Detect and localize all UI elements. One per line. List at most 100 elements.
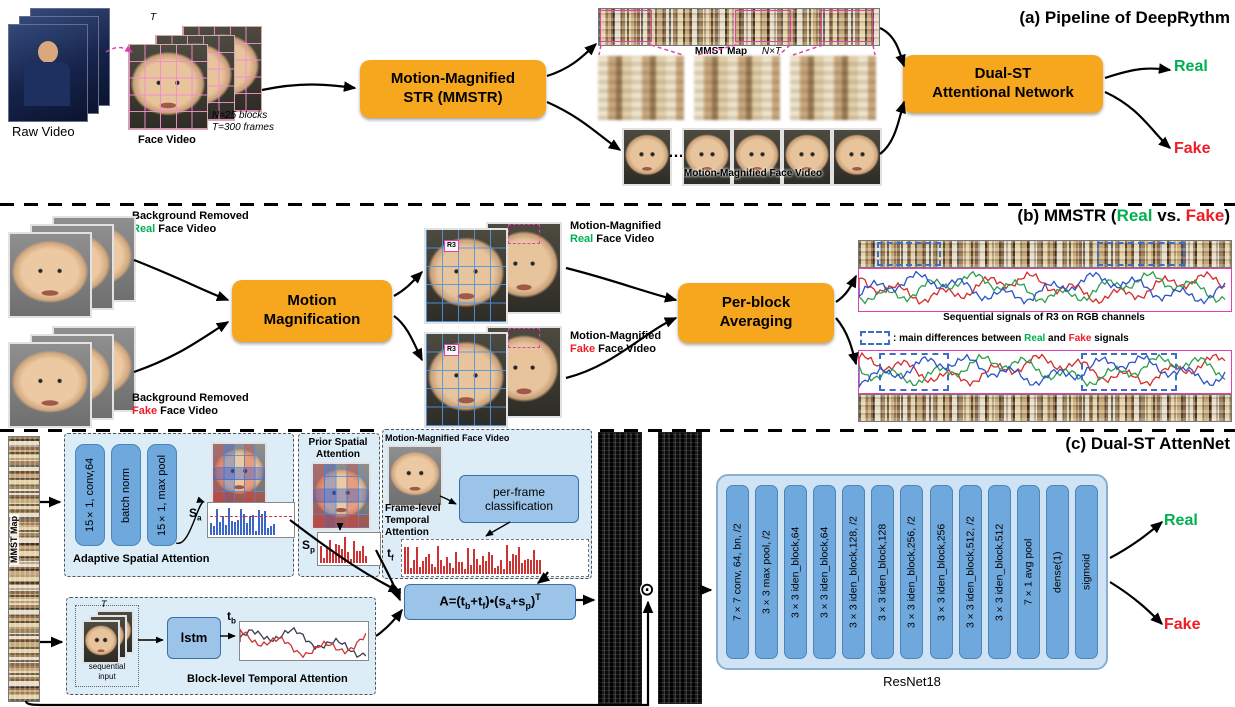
resnet-layer-9: 3×3 iden_block,512 (987, 485, 1011, 659)
bg-removed-text: Background Removed (132, 210, 249, 222)
resnet-layer-6: 3×3 iden_block,256, /2 (900, 485, 924, 659)
perframe-line1: per-frame (492, 484, 545, 499)
weighted-map-strip-1 (598, 432, 642, 704)
frame-label-l1: Frame-level (385, 503, 441, 514)
face-video-suffix: Face Video (155, 223, 217, 236)
real-label-a: Real (1174, 58, 1208, 75)
title-b-fake: Fake (1185, 206, 1225, 225)
mmst-map-strip-label: MMST Map (9, 514, 19, 565)
title-b-real: Real (1116, 206, 1153, 225)
mm-face-1 (622, 128, 672, 186)
sequential-input-stack: sequential input (75, 605, 139, 687)
real-strip-roi-2 (1097, 242, 1185, 266)
map-zoom-patch-2 (694, 56, 780, 120)
elementwise-product-icon: ⊙ (640, 580, 655, 599)
mm-real-label: Motion-Magnified Real Face Video (570, 220, 661, 246)
resnet-layer-2: 3×3 iden_block,64 (784, 485, 808, 659)
face-video-label: Face Video (138, 134, 196, 146)
fake-word: Fake (132, 405, 158, 418)
fake-label-a: Fake (1174, 140, 1211, 157)
fake-b-frame-front (8, 342, 92, 428)
mm-real-front (424, 228, 508, 324)
block-level-attention-box: T sequential input lstm tb Block-level T… (66, 597, 376, 695)
r3-chip-fake: R3 (444, 344, 459, 356)
mmstr-line1: Motion-Magnified (390, 70, 516, 88)
separator-bc (0, 429, 1235, 432)
motion-line2: Magnification (263, 311, 361, 328)
real-face-stack-b (8, 216, 136, 318)
panel-b-title: (b) MMSTR (Real vs. Fake) (930, 206, 1230, 226)
resnet-layer-7: 3×3 iden_block,256 (929, 485, 953, 659)
frame-level-attention-box: Motion-Magnified Face Video per-frame cl… (382, 429, 592, 579)
tf-label: tf (387, 546, 394, 562)
sa-signal-plot (207, 502, 295, 538)
mm-fake-label: Motion-Magnified Fake Face Video (570, 330, 661, 356)
mm-fake-face-group: R3 (424, 326, 566, 428)
raw-video-label: Raw Video (12, 124, 75, 139)
tb-wave (240, 626, 366, 659)
real-word-2: Real (570, 233, 594, 246)
legend-suffix: signals (1091, 332, 1129, 344)
resnet-layer-1: 3×3 max pool, /2 (755, 485, 779, 659)
resnet-layer-10: 7×1 avg pool (1016, 485, 1040, 659)
batch-norm-pill: batch norm (111, 444, 141, 546)
sa-sub: a (197, 513, 202, 523)
formula-p1: A=(t (439, 593, 465, 609)
pink-roi-real (508, 224, 540, 244)
title-b-post: ) (1224, 206, 1230, 225)
fake-label-c: Fake (1164, 616, 1201, 633)
tb-label: tb (227, 609, 236, 625)
motion-magnification-box: Motion Magnification (232, 280, 392, 342)
conv-pill: 15×1, conv,64 (75, 444, 105, 546)
lstm-box: lstm (167, 617, 221, 659)
resnet-layer-5: 3×3 iden_block,128 (871, 485, 895, 659)
panel-c-title: (c) Dual-ST AttenNet (1065, 434, 1230, 453)
person-body (24, 62, 70, 106)
face-video-suffix-4: Face Video (595, 343, 657, 356)
max-pool-pill: 15×1, max pool (147, 444, 177, 546)
frame-level-label: Frame-level Temporal Attention (385, 503, 451, 539)
face-frame-front (128, 44, 208, 130)
fake-rgb-plot (858, 350, 1232, 394)
per-block-averaging-box: Per-block Averaging (678, 283, 834, 343)
mm-face-3 (732, 128, 782, 186)
adaptive-face-thumb (211, 442, 267, 506)
perframe-line2: classification (484, 499, 554, 513)
separator-ab (0, 203, 1235, 206)
weighted-map-strip-2 (658, 432, 702, 704)
mm-word-real: Motion-Magnified (570, 220, 662, 232)
dual-st-box: Dual-ST Attentional Network (903, 55, 1103, 113)
tf-signal-plot (401, 539, 589, 577)
formula-p2: +t (470, 593, 483, 609)
fake-plot-roi-2 (1081, 353, 1177, 391)
frame-label-l3: Attention (385, 527, 429, 538)
resnet18-label: ResNet18 (883, 674, 941, 689)
mmstr-line2: STR (MMSTR) (403, 89, 503, 106)
real-b-frame-front (8, 232, 92, 318)
dual-st-line1: Dual-ST (974, 65, 1032, 83)
dual-st-line2: Attentional Network (932, 84, 1074, 101)
mmst-map-strip-c (8, 436, 40, 702)
map-highlight-left (600, 10, 652, 42)
sp-base: S (302, 538, 311, 552)
mm-face-5 (832, 128, 882, 186)
mmstr-box: Motion-Magnified STR (MMSTR) (360, 60, 546, 118)
map-highlight-right (821, 10, 873, 42)
seq-line1: sequential (88, 662, 126, 671)
fake-plot-roi-1 (879, 353, 949, 391)
prior-label: Prior Spatial Attention (308, 437, 368, 460)
frame-face-thumb (387, 445, 443, 507)
adaptive-spatial-attention-box: 15×1, conv,64 batch norm 15×1, max pool … (64, 433, 295, 577)
mm-fake-front (424, 332, 508, 428)
bg-removed-text-2: Background Removed (132, 392, 249, 404)
legend-and: and (1045, 332, 1069, 344)
mm-face-video-label-c: Motion-Magnified Face Video (385, 433, 510, 443)
map-zoom-patch-1 (598, 56, 684, 120)
blocks-note: N=25 blocks (212, 110, 268, 121)
mm-face-video-label: Motion-Magnified Face Video (683, 168, 823, 179)
resnet-layer-3: 3×3 iden_block,64 (813, 485, 837, 659)
sp-label: Sp (302, 538, 315, 554)
seq-frame-front (82, 620, 120, 664)
prior-spatial-attention-box: Prior Spatial Attention Sp (298, 433, 381, 577)
map-zoom-patch-3 (790, 56, 876, 120)
